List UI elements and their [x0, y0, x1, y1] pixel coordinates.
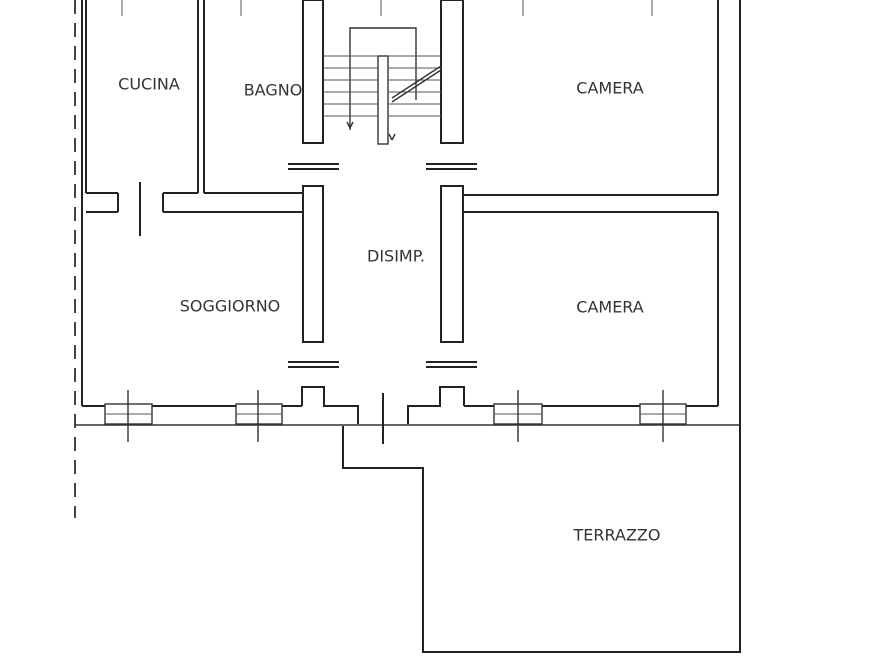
- window-soggiorno-1: [104, 390, 153, 442]
- room-label-camera-top: CAMERA: [576, 79, 644, 98]
- terrazzo-outline: [342, 425, 741, 653]
- room-label-soggiorno: SOGGIORNO: [180, 297, 281, 316]
- room-label-bagno: BAGNO: [244, 81, 303, 100]
- exterior-walls: [75, 0, 741, 426]
- staircase: [323, 27, 442, 145]
- room-label-terrazzo: TERRAZZO: [573, 526, 661, 545]
- interior-walls: [86, 0, 718, 444]
- window-camera-1: [493, 390, 543, 442]
- room-label-cucina: CUCINA: [118, 75, 180, 94]
- top-wall-ticks: [121, 0, 653, 16]
- window-camera-2: [639, 390, 687, 442]
- windows: [104, 390, 687, 442]
- window-soggiorno-2: [235, 390, 283, 442]
- room-label-disimpegno: DISIMP.: [367, 247, 425, 266]
- room-label-camera-bottom: CAMERA: [576, 298, 644, 317]
